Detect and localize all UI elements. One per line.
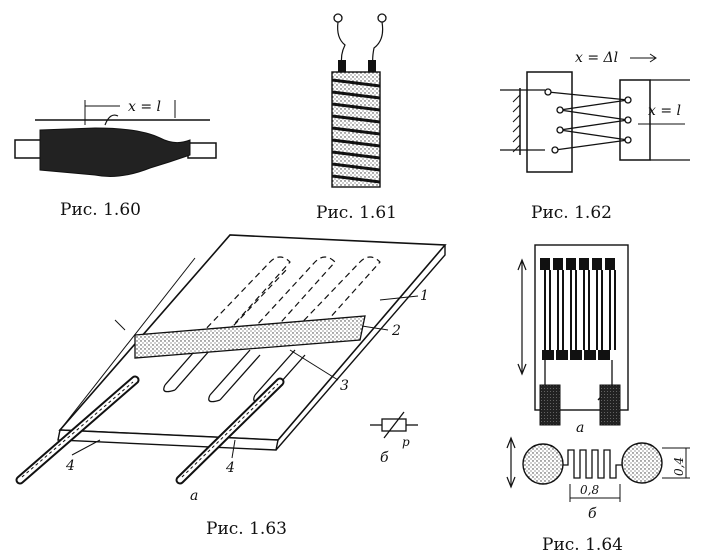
terminal-left — [333, 13, 343, 23]
movable-block — [619, 79, 651, 161]
lead-wire-left — [15, 375, 140, 485]
lead-left — [337, 21, 346, 66]
hidden-grid — [199, 256, 381, 341]
label-a: а — [190, 488, 198, 504]
label-3: 3 — [340, 378, 349, 394]
wire-direction-arrow — [506, 436, 516, 489]
label-x-delta-l: x = Δl — [575, 50, 618, 66]
label-p: p — [402, 435, 410, 449]
caption-1-64: Рис. 1.64 — [542, 535, 623, 553]
figure-1-61: Рис. 1.61 — [316, 13, 397, 223]
coil-windings — [331, 78, 381, 184]
substrate-side — [275, 245, 446, 451]
label-1: 1 — [420, 288, 429, 304]
foil-gauge-grid — [544, 270, 616, 350]
foil-gauge-tabs-bottom — [542, 350, 610, 360]
caption-1-60: Рис. 1.60 — [60, 200, 141, 220]
foil-gauge-backing — [534, 244, 629, 411]
pins — [544, 88, 632, 154]
lead-clamp-left — [338, 60, 346, 74]
label-2: 2 — [391, 323, 401, 339]
solder-blob-left — [522, 443, 564, 485]
lead-right — [372, 21, 384, 66]
label-b-64: б — [588, 506, 597, 522]
variable-resistor-symbol — [370, 411, 418, 439]
strain-body — [39, 127, 191, 177]
leader-lines — [71, 295, 419, 459]
strain-direction-arrow — [517, 258, 527, 376]
label-x-l: x = l — [128, 99, 161, 115]
wire-lead — [104, 114, 119, 126]
caption-1-62: Рис. 1.62 — [531, 203, 612, 223]
wire-zigzag — [547, 91, 629, 151]
lead-clamp-right — [368, 60, 376, 74]
label-0-8: 0,8 — [580, 483, 599, 497]
caption-1-63: Рис. 1.63 — [206, 519, 287, 539]
figure-1-62: x = Δl x = l Рис. 1.62 — [500, 50, 690, 223]
terminal-right — [377, 13, 387, 23]
fixed-block — [526, 71, 573, 173]
wall-hatch — [512, 94, 521, 153]
adhesive-strip — [134, 315, 366, 359]
figure-1-63: 1 2 3 4 4 а p б Рис. 1.63 — [15, 234, 447, 539]
dimension-line — [59, 257, 196, 431]
label-b: б — [380, 450, 389, 466]
label-4-left: 4 — [65, 458, 75, 474]
foil-gauge-pad-left — [539, 384, 561, 426]
figure-1-60: x = l Рис. 1.60 — [14, 99, 217, 220]
lead-wire-right — [175, 377, 285, 485]
caption-1-61: Рис. 1.61 — [316, 203, 397, 223]
label-4-right: 4 — [225, 460, 235, 476]
right-holder — [187, 142, 217, 159]
foil-gauge-tabs-top — [540, 258, 615, 270]
figure-1-64: а 0,8 0,4 б Рис. 1.64 — [506, 244, 690, 555]
foil-gauge-pad-right — [599, 384, 621, 426]
label-x-l-right: x = l — [648, 103, 681, 119]
label-0-4: 0,4 — [672, 457, 686, 476]
label-a-64: а — [576, 420, 584, 436]
wire-serpentine — [563, 449, 622, 479]
solder-blob-right — [621, 442, 663, 484]
